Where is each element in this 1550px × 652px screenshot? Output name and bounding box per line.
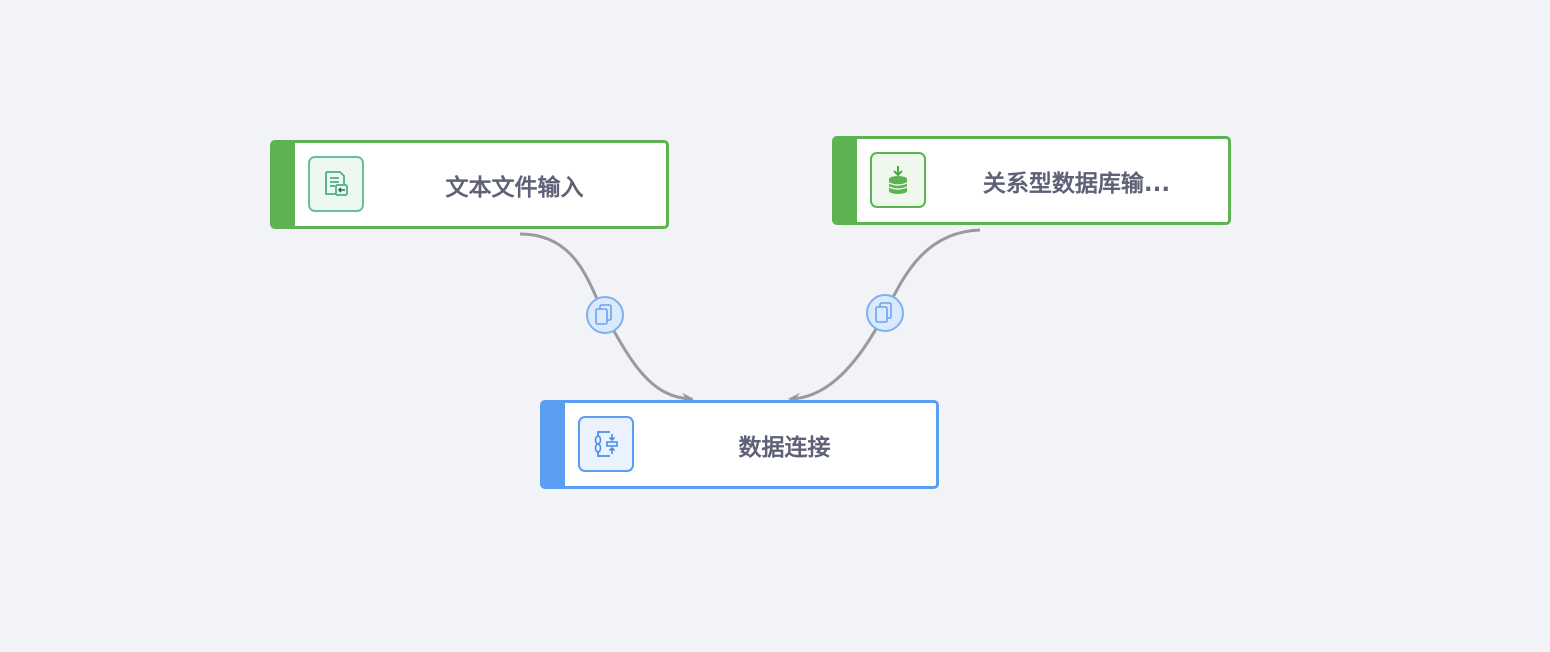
- node-status-bar: [835, 139, 857, 222]
- data-join-icon: [578, 416, 634, 472]
- node-status-bar: [543, 403, 565, 486]
- node-text-file-input[interactable]: 文本文件输入: [270, 140, 669, 229]
- node-status-bar: [273, 143, 295, 226]
- database-import-icon: [870, 152, 926, 208]
- node-data-join[interactable]: 数据连接: [540, 400, 939, 489]
- edge-badge-copy-icon[interactable]: [866, 294, 904, 332]
- node-label: 关系型数据库输...: [982, 170, 1171, 197]
- node-label: 文本文件输入: [445, 174, 584, 201]
- edge-badge-copy-icon[interactable]: [586, 296, 624, 334]
- text-file-import-icon: [308, 156, 364, 212]
- node-relational-db-input[interactable]: 关系型数据库输...: [832, 136, 1231, 225]
- node-label: 数据连接: [738, 434, 831, 461]
